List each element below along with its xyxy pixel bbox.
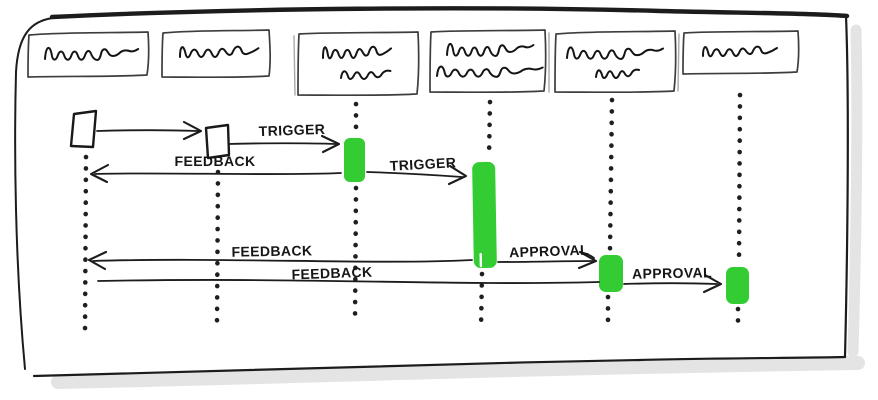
message-arrow-1 [96, 120, 203, 141]
frame-bottom-edge [32, 355, 847, 378]
arrowhead-right-icon [320, 134, 341, 154]
message-line [94, 172, 342, 176]
activation-bar-actor4-rect [472, 161, 497, 269]
lifelines [82, 92, 743, 336]
actor-box-2 [161, 29, 271, 79]
message-label-feedback: FEEDBACK [291, 264, 372, 283]
actor-row [27, 29, 800, 97]
message-line [497, 260, 594, 263]
message-arrow-4-trigger: TRIGGER [366, 154, 468, 186]
lifeline-dots-2 [214, 169, 221, 326]
frame [14, 6, 865, 389]
actor-box-5-border [554, 30, 677, 94]
message-arrow-8-approval: APPROVAL [623, 264, 723, 294]
message-arrow-6-approval: APPROVAL [497, 242, 598, 270]
messages: TRIGGER FEEDBACK TRIGGER FEEDBACK APPROV… [87, 120, 723, 294]
arrowhead-right-icon [702, 273, 723, 294]
message-arrow-2-trigger: TRIGGER [228, 121, 341, 154]
frame-right-edge [843, 14, 849, 359]
arrowhead-right-icon [182, 120, 203, 141]
message-line [97, 279, 600, 284]
activation-bar-actor5 [599, 255, 623, 292]
message-line [366, 171, 463, 178]
message-arrow-3-feedback: FEEDBACK [89, 153, 342, 184]
actor-box-4 [429, 29, 550, 94]
activation-bar-actor4 [472, 161, 497, 269]
message-label-approval: APPROVAL [509, 242, 590, 261]
arrowhead-left-icon [89, 163, 110, 184]
actor-box-1 [27, 31, 150, 78]
message-arrow-7-feedback: FEEDBACK [97, 264, 600, 284]
activation-rect-actor2 [204, 123, 231, 160]
actor-box-3-gray-edge [293, 35, 296, 96]
message-line [623, 282, 718, 285]
arrowhead-right-icon [447, 164, 468, 186]
activation-bar-actor3 [344, 138, 365, 182]
frame-left-edge [14, 17, 54, 370]
frame-shadow-right [847, 24, 863, 358]
actor-box-6-border [682, 30, 800, 75]
lifeline-dots-5a [607, 97, 615, 253]
message-line [228, 142, 337, 145]
actor-box-5-gray-edge [677, 33, 680, 92]
actor-box-4-border [429, 29, 547, 94]
message-line [92, 258, 473, 263]
actor-box-2-border [161, 29, 271, 79]
activation-bar-actor6 [726, 267, 749, 304]
message-label-feedback: FEEDBACK [175, 153, 256, 169]
frame-shadow-bottom [51, 356, 865, 389]
approval-label-tail [579, 251, 595, 259]
actor-box-3 [293, 31, 420, 97]
message-label-approval: APPROVAL [632, 264, 712, 281]
lifeline-dots-3b [352, 185, 359, 325]
frame-top-edge [49, 6, 850, 20]
lifeline-dots-4a [486, 99, 493, 161]
message-line [96, 129, 199, 132]
actor-box-6 [682, 30, 800, 75]
activation-rect-actor1 [69, 109, 98, 149]
arrowhead-right-icon [577, 250, 598, 270]
message-label-trigger: TRIGGER [258, 121, 325, 139]
arrowhead-left-icon [87, 250, 108, 271]
lifeline-dots-6a [736, 92, 743, 265]
message-label-trigger: TRIGGER [389, 154, 456, 173]
actor-box-1-border [27, 31, 150, 78]
message-label-feedback: FEEDBACK [231, 242, 312, 259]
lifeline-dots-1 [82, 154, 89, 336]
actor-box-3-border [297, 31, 420, 97]
message-arrow-5-feedback: FEEDBACK [87, 242, 473, 271]
actor-box-5 [554, 30, 680, 94]
lifeline-dots-4b [478, 271, 485, 331]
activations [69, 109, 749, 304]
